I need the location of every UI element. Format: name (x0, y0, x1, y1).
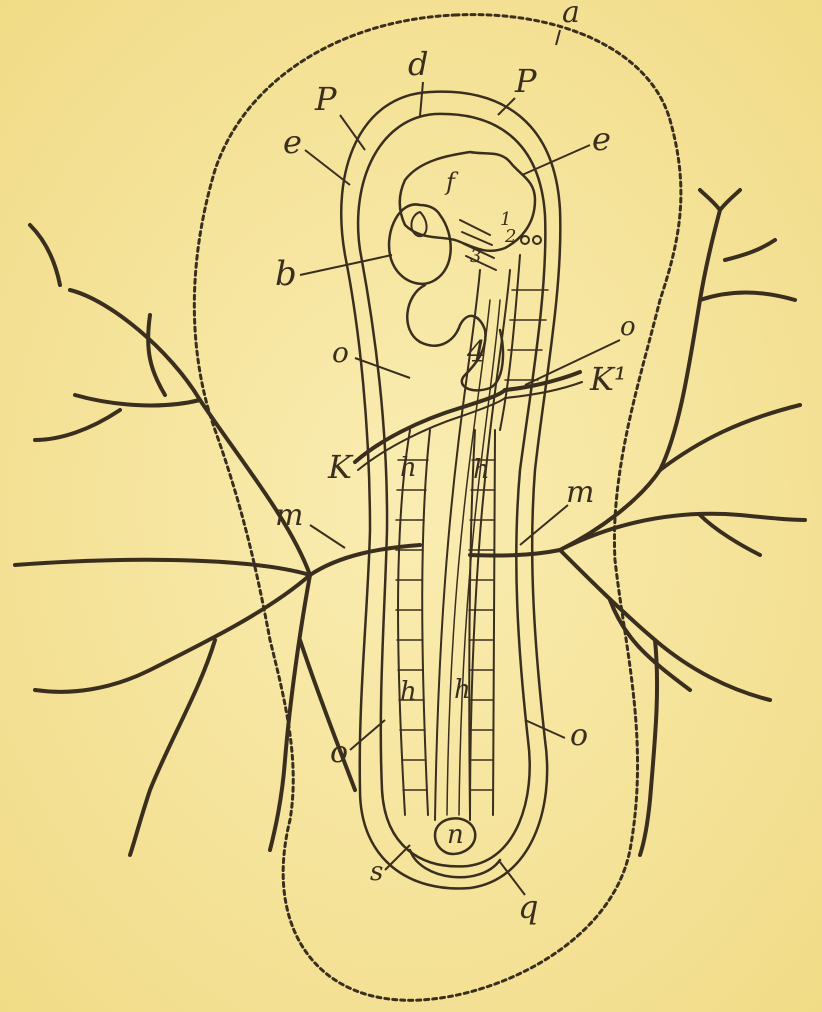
label-o-lower-left: o (330, 735, 348, 770)
label-o-upper-right: o (620, 312, 636, 342)
label-e-right: e (592, 120, 611, 158)
label-k: K (327, 448, 354, 486)
label-s: s (370, 857, 383, 887)
label-h-2: h (473, 455, 490, 485)
label-a: a (562, 0, 580, 30)
label-p-left: P (314, 80, 337, 118)
label-p-right: P (514, 62, 537, 100)
label-m-left: m (275, 498, 303, 533)
label-o-upper-left: o (332, 336, 349, 369)
label-b: b (275, 254, 297, 294)
label-o-lower-right: o (570, 718, 588, 753)
label-k1: K¹ (589, 360, 627, 398)
label-h-4: h (454, 675, 471, 705)
label-3: 3 (470, 246, 481, 267)
label-m-right: m (566, 475, 594, 510)
label-q: q (518, 888, 538, 926)
label-h-3: h (400, 677, 417, 707)
label-n: n (447, 820, 464, 850)
label-e-left: e (283, 123, 302, 161)
label-4: 4 (466, 335, 486, 370)
label-d: d (408, 45, 428, 83)
label-2: 2 (504, 226, 516, 247)
label-h-1: h (400, 453, 417, 483)
